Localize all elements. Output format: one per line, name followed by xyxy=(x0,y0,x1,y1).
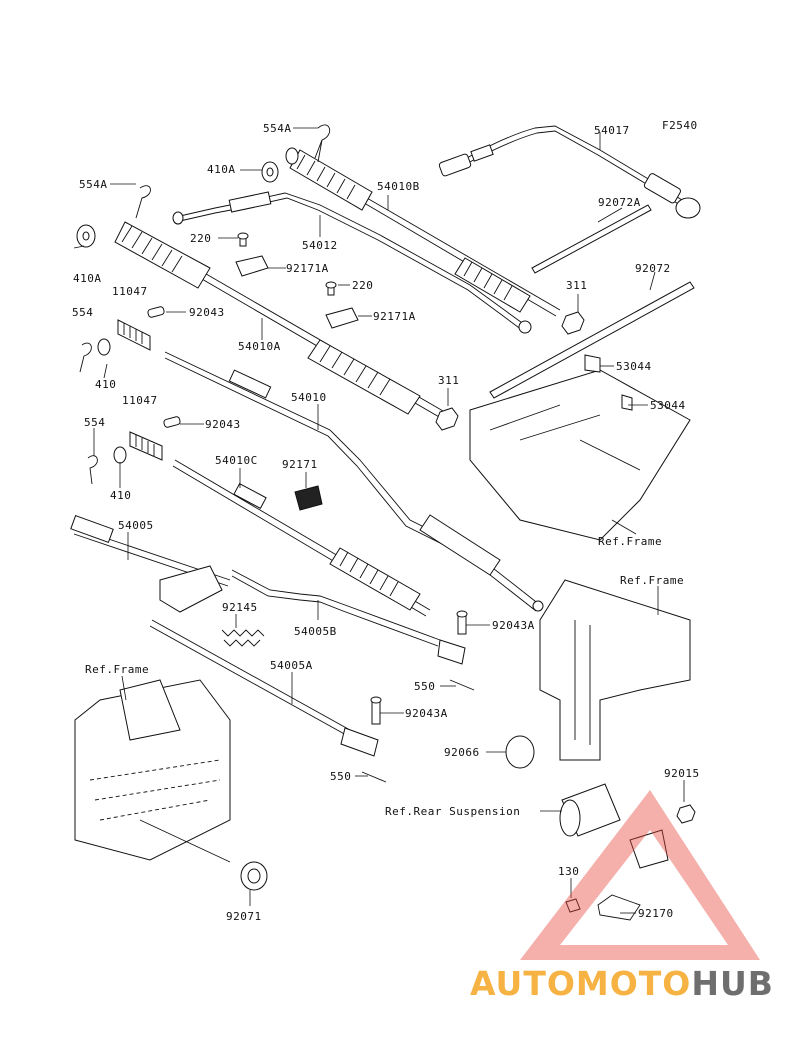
clamp-92171A-a xyxy=(235,255,269,277)
ref-frame-lower: Ref.Frame xyxy=(85,663,149,676)
label-92043A-a: 92043A xyxy=(492,619,535,632)
label-92043A-b: 92043A xyxy=(405,707,448,720)
frame-top-right xyxy=(469,354,691,541)
leader-lines xyxy=(73,127,685,914)
pin-92043-b xyxy=(163,416,181,428)
cable-54010C xyxy=(172,459,431,617)
cable-54005A xyxy=(149,619,379,757)
label-54010A: 54010A xyxy=(238,340,281,353)
cable-54012 xyxy=(172,191,532,334)
nut-92015 xyxy=(676,804,696,824)
washer-410-b xyxy=(113,446,127,464)
frame-lower-left xyxy=(74,679,231,861)
label-220-a: 220 xyxy=(190,232,211,245)
label-550-a: 550 xyxy=(414,680,435,693)
ref-frame-middle: Ref.Frame xyxy=(620,574,684,587)
label-54010B: 54010B xyxy=(377,180,420,193)
cable-54010B xyxy=(285,147,561,317)
ref-rear-suspension: Ref.Rear Suspension xyxy=(385,805,520,818)
label-554A-top: 554A xyxy=(263,122,292,135)
label-311-a: 311 xyxy=(566,279,587,292)
washer-410A-left xyxy=(76,224,96,248)
label-54005A: 54005A xyxy=(270,659,313,672)
clamp-92171 xyxy=(294,485,323,511)
label-92071: 92071 xyxy=(226,910,262,923)
washer-410-a xyxy=(97,338,111,356)
nut-311-a xyxy=(561,311,585,335)
label-311-b: 311 xyxy=(438,374,459,387)
label-92072: 92072 xyxy=(635,262,671,275)
bracket-92170 xyxy=(597,894,641,921)
label-54012: 54012 xyxy=(302,239,338,252)
label-92171: 92171 xyxy=(282,458,318,471)
label-54010: 54010 xyxy=(291,391,327,404)
label-92043-a: 92043 xyxy=(189,306,225,319)
label-92015: 92015 xyxy=(664,767,700,780)
clip-554-a xyxy=(79,342,92,373)
clip-554-b xyxy=(87,455,98,485)
cable-54010 xyxy=(164,351,544,612)
label-54010C: 54010C xyxy=(215,454,258,467)
label-54005: 54005 xyxy=(118,519,154,532)
label-410A-left: 410A xyxy=(73,272,102,285)
nut-311-b xyxy=(435,407,459,431)
bolt-220-a xyxy=(237,232,249,247)
label-550-b: 550 xyxy=(330,770,351,783)
label-92171A-b: 92171A xyxy=(373,310,416,323)
label-92072A: 92072A xyxy=(598,196,641,209)
tie-strap-92072 xyxy=(489,281,695,399)
label-11047-a: 11047 xyxy=(112,285,148,298)
label-130: 130 xyxy=(558,865,579,878)
label-53044-a: 53044 xyxy=(616,360,652,373)
label-92066: 92066 xyxy=(444,746,480,759)
label-11047-b: 11047 xyxy=(122,394,158,407)
label-92171A-a: 92171A xyxy=(286,262,329,275)
clip-554A-left xyxy=(135,185,151,219)
bracket-11047-b xyxy=(129,431,163,461)
washer-410A-top xyxy=(261,161,279,183)
rear-suspension xyxy=(559,783,669,869)
cable-54010A xyxy=(114,221,451,422)
watermark-text: AUTOMOTOHUB xyxy=(470,964,774,1003)
pin-92043A-a xyxy=(456,610,468,635)
ref-frame-top: Ref.Frame xyxy=(598,535,662,548)
tie-strap-92072A xyxy=(531,204,652,274)
label-92145: 92145 xyxy=(222,601,258,614)
label-53044-b: 53044 xyxy=(650,399,686,412)
label-54005B: 54005B xyxy=(294,625,337,638)
label-554-b: 554 xyxy=(84,416,105,429)
figure-code: F2540 xyxy=(662,119,698,132)
watermark-triangle xyxy=(520,790,760,960)
label-410A-top: 410A xyxy=(207,163,236,176)
part-labels: 554A 410A 554A 410A 54017 54010B 92072A … xyxy=(72,122,700,923)
cable-54017 xyxy=(438,125,701,219)
clip-554A-top xyxy=(314,124,331,163)
spring-92145 xyxy=(221,629,265,647)
grommet-92071 xyxy=(240,861,268,891)
frame-middle-right xyxy=(505,579,691,769)
pin-92043-a xyxy=(147,306,165,318)
cable-54005 xyxy=(70,514,231,613)
label-410-b: 410 xyxy=(110,489,131,502)
label-54017: 54017 xyxy=(594,124,630,137)
label-554A-left: 554A xyxy=(79,178,108,191)
bolt-220-b xyxy=(325,281,337,296)
clamp-92171A-b xyxy=(325,307,359,329)
bolt-130 xyxy=(565,898,581,913)
bracket-11047-a xyxy=(117,319,151,351)
cotter-550-b xyxy=(361,771,387,783)
cable-54005B xyxy=(231,569,466,665)
watermark: AUTOMOTOHUB xyxy=(470,790,774,1003)
pin-92043A-b xyxy=(370,696,382,725)
cotter-550-a xyxy=(449,679,475,691)
label-92170: 92170 xyxy=(638,907,674,920)
label-554-a: 554 xyxy=(72,306,93,319)
label-92043-b: 92043 xyxy=(205,418,241,431)
label-410-a: 410 xyxy=(95,378,116,391)
label-220-b: 220 xyxy=(352,279,373,292)
